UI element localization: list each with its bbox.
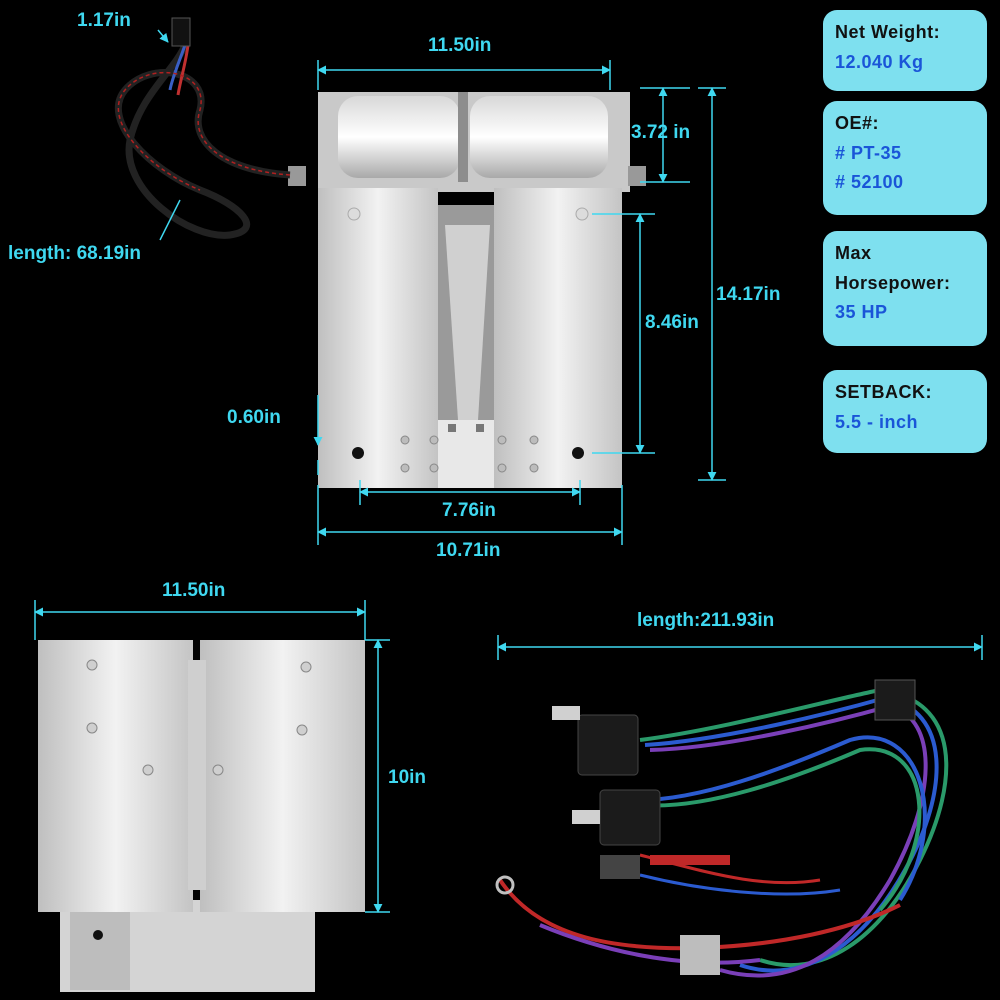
wiring-harness: [498, 687, 949, 978]
setback-value: 5.5 - inch: [835, 411, 919, 432]
hole-offset-label: 0.60in: [227, 407, 281, 428]
max-hp-label-line2: Horsepower:: [835, 272, 951, 293]
connector-length-label: 1.17in: [77, 10, 131, 31]
net-weight-value: 12.040 Kg: [835, 51, 924, 72]
plate-height-label: 8.46in: [645, 312, 699, 333]
bracket-back-view: [38, 640, 365, 992]
top-width-label: 11.50in: [428, 35, 492, 56]
cable-coil: [115, 17, 291, 239]
total-height-label: 14.17in: [716, 284, 781, 305]
back-height-label: 10in: [388, 767, 427, 788]
back-width-label: 11.50in: [162, 580, 226, 601]
harness-length-label: length:211.93in: [637, 610, 775, 631]
net-weight-label: Net Weight:: [835, 22, 941, 42]
oe-number-card: OE#: # PT-35 # 52100: [823, 101, 987, 215]
bottom-width-label: 10.71in: [436, 540, 501, 561]
setback-card: SETBACK: 5.5 - inch: [823, 370, 987, 453]
dimension-lines: [34, 29, 983, 913]
oe-value-1: # PT-35: [835, 142, 902, 163]
cable-length-label: length: 68.19in: [8, 243, 142, 264]
max-hp-label-line1: Max: [835, 243, 872, 263]
oe-value-2: # 52100: [835, 172, 904, 193]
max-hp-value: 35 HP: [835, 302, 888, 323]
relays-and-connectors: [495, 679, 916, 975]
oe-label: OE#:: [835, 113, 880, 133]
max-horsepower-card: Max Horsepower: 35 HP: [823, 231, 987, 346]
bracket-front-view: [288, 92, 646, 488]
setback-label: SETBACK:: [835, 382, 932, 402]
hole-spacing-label: 7.76in: [442, 500, 496, 521]
net-weight-card: Net Weight: 12.040 Kg: [823, 10, 987, 91]
roller-height-label: 3.72 in: [631, 122, 691, 143]
